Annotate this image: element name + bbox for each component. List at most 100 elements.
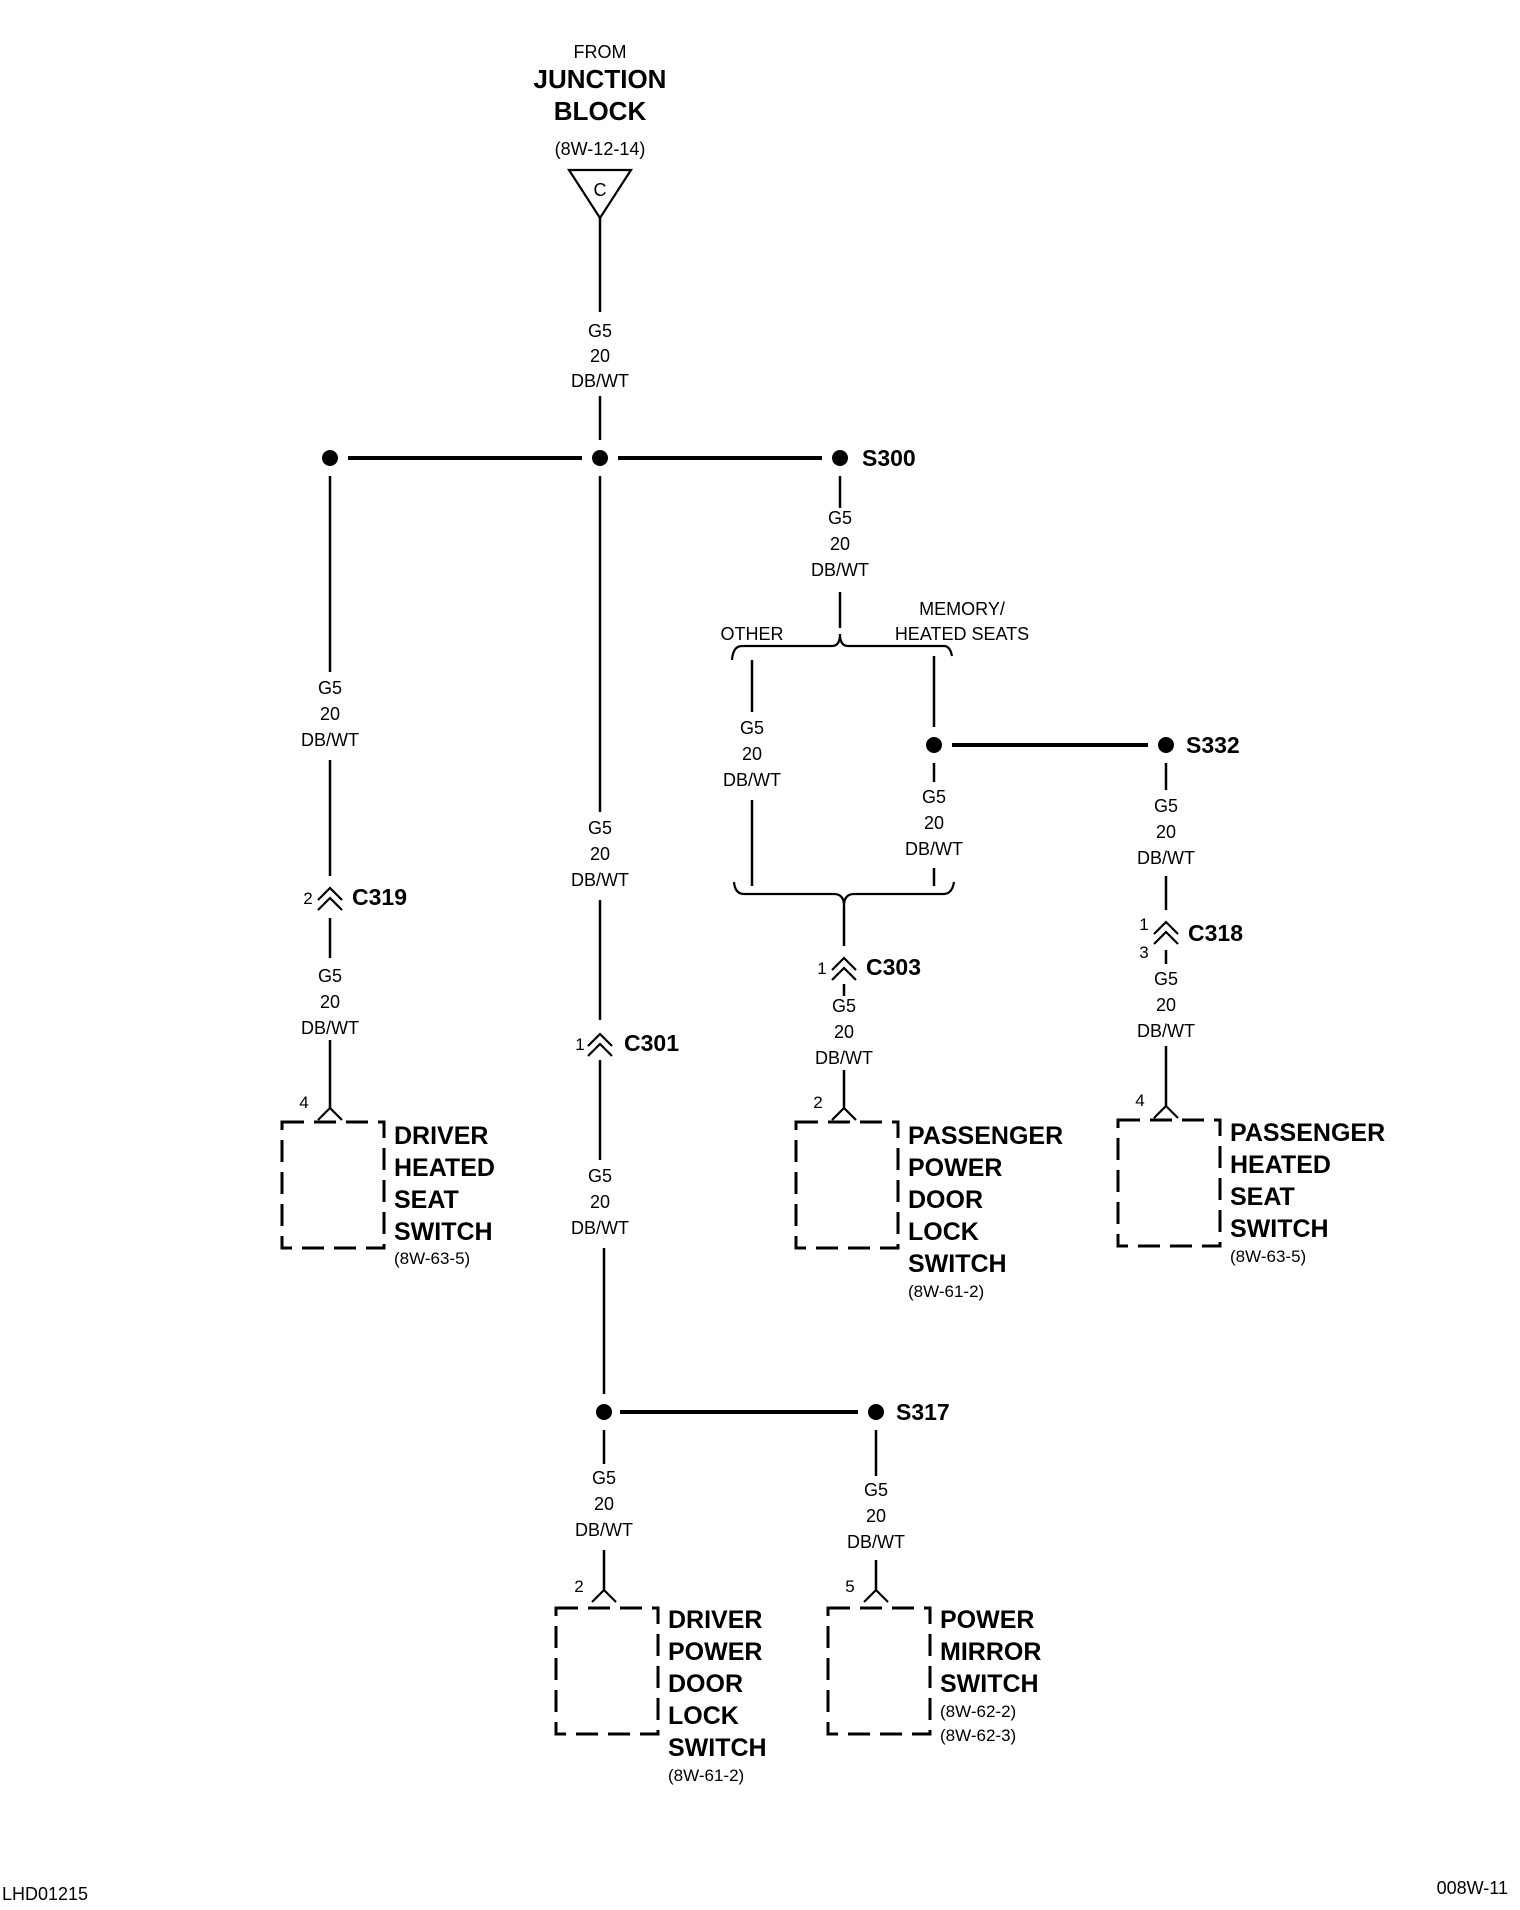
splice-dot-s300 bbox=[832, 450, 848, 466]
wire-color: DB/WT bbox=[815, 1048, 873, 1068]
component-box bbox=[794, 1120, 900, 1250]
splice-dot-s317 bbox=[868, 1404, 884, 1420]
connector-label: C301 bbox=[624, 1030, 679, 1056]
splice-label-s332: S332 bbox=[1186, 732, 1240, 758]
component-label-line: MIRROR bbox=[940, 1638, 1041, 1666]
connector-triangle-icon bbox=[566, 168, 634, 221]
component-ref: (8W-62-2) bbox=[940, 1702, 1016, 1721]
junction-block-source: FROM JUNCTION BLOCK (8W-12-14) C bbox=[534, 42, 667, 221]
component-label-line: HEATED bbox=[394, 1154, 495, 1182]
connector-pin: 1 bbox=[575, 1035, 584, 1054]
wire-circuit: G5 bbox=[318, 966, 342, 986]
splice-dot bbox=[596, 1404, 612, 1420]
component-pin: 2 bbox=[813, 1093, 822, 1112]
connector-letter: C bbox=[594, 180, 607, 200]
component-box bbox=[554, 1606, 660, 1736]
wire-color: DB/WT bbox=[575, 1520, 633, 1540]
component-label-line: SWITCH bbox=[394, 1218, 493, 1246]
double-chevron-icon bbox=[317, 886, 343, 911]
connector-label: C303 bbox=[866, 954, 921, 980]
splice-dot bbox=[926, 737, 942, 753]
wire-color: DB/WT bbox=[571, 870, 629, 890]
wire-color: DB/WT bbox=[847, 1532, 905, 1552]
wire-circuit: G5 bbox=[740, 718, 764, 738]
wire-color: DB/WT bbox=[811, 560, 869, 580]
component-box bbox=[826, 1606, 932, 1736]
wire-color: DB/WT bbox=[1137, 848, 1195, 868]
component-label-line: DOOR bbox=[908, 1186, 983, 1214]
branch-braces: OTHER MEMORY/ HEATED SEATS bbox=[721, 599, 1029, 907]
wire-gauge: 20 bbox=[834, 1022, 854, 1042]
pin-terminal-icon bbox=[1153, 1104, 1179, 1119]
wire-gauge: 20 bbox=[590, 1192, 610, 1212]
source-name-line2: BLOCK bbox=[554, 96, 647, 126]
branch-other-label: OTHER bbox=[721, 624, 784, 644]
wire-gauge: 20 bbox=[320, 704, 340, 724]
component-ref: (8W-61-2) bbox=[668, 1766, 744, 1785]
from-label: FROM bbox=[574, 42, 627, 62]
wire-circuit: G5 bbox=[1154, 796, 1178, 816]
component-ref: (8W-63-5) bbox=[1230, 1247, 1306, 1266]
component-pin: 5 bbox=[845, 1577, 854, 1596]
wire-gauge: 20 bbox=[590, 346, 610, 366]
bottom-brace bbox=[732, 881, 956, 907]
component-label-line: DOOR bbox=[668, 1670, 743, 1698]
pin-terminal-icon bbox=[591, 1588, 617, 1603]
component-driver-power-door-lock-switch: 2 DRIVER POWER DOOR LOCK SWITCH (8W-61-2… bbox=[554, 1577, 767, 1785]
footer-left-code: LHD01215 bbox=[2, 1884, 88, 1904]
connector-pin: 2 bbox=[303, 889, 312, 908]
component-pin: 2 bbox=[574, 1577, 583, 1596]
component-ref: (8W-61-2) bbox=[908, 1282, 984, 1301]
wire-circuit: G5 bbox=[318, 678, 342, 698]
double-chevron-icon bbox=[1153, 920, 1179, 945]
connector-pin-a: 1 bbox=[1139, 915, 1148, 934]
splice-dot-s332 bbox=[1158, 737, 1174, 753]
source-name-line1: JUNCTION bbox=[534, 64, 667, 94]
component-pin: 4 bbox=[1135, 1091, 1144, 1110]
component-driver-heated-seat-switch: 4 DRIVER HEATED SEAT SWITCH (8W-63-5) bbox=[280, 1093, 495, 1268]
splice-dot bbox=[592, 450, 608, 466]
wire-circuit: G5 bbox=[592, 1468, 616, 1488]
component-label-line: DRIVER bbox=[394, 1122, 488, 1150]
component-passenger-heated-seat-switch: 4 PASSENGER HEATED SEAT SWITCH (8W-63-5) bbox=[1116, 1091, 1385, 1266]
component-box bbox=[280, 1120, 386, 1250]
branch-memory-line1: MEMORY/ bbox=[919, 599, 1005, 619]
component-label-line: SWITCH bbox=[940, 1670, 1039, 1698]
component-label-line: SWITCH bbox=[668, 1734, 767, 1762]
component-label-line: SWITCH bbox=[908, 1250, 1007, 1278]
component-label-line: PASSENGER bbox=[1230, 1119, 1385, 1147]
component-power-mirror-switch: 5 POWER MIRROR SWITCH (8W-62-2) (8W-62-3… bbox=[826, 1577, 1041, 1745]
wire-gauge: 20 bbox=[1156, 822, 1176, 842]
top-brace bbox=[730, 633, 954, 661]
wire-circuit: G5 bbox=[922, 787, 946, 807]
component-label-line: PASSENGER bbox=[908, 1122, 1063, 1150]
wire-color: DB/WT bbox=[301, 730, 359, 750]
connector-pin: 1 bbox=[817, 959, 826, 978]
component-ref: (8W-63-5) bbox=[394, 1249, 470, 1268]
wire-color: DB/WT bbox=[1137, 1021, 1195, 1041]
connector-label: C319 bbox=[352, 884, 407, 910]
wire-gauge: 20 bbox=[742, 744, 762, 764]
component-label-line: LOCK bbox=[908, 1218, 979, 1246]
wire-color: DB/WT bbox=[905, 839, 963, 859]
wire-gauge: 20 bbox=[830, 534, 850, 554]
pin-terminal-icon bbox=[317, 1106, 343, 1121]
wire-circuit: G5 bbox=[588, 818, 612, 838]
wire-gauge: 20 bbox=[590, 844, 610, 864]
inline-connectors: 2 C319 1 C301 1 C303 1 3 C318 bbox=[303, 884, 1243, 1057]
footer-right-code: 008W-11 bbox=[1437, 1878, 1508, 1898]
connector-c319: 2 C319 bbox=[303, 884, 407, 911]
wire-color: DB/WT bbox=[571, 1218, 629, 1238]
wire-labels: G5 20 DB/WT G5 20 DB/WT G5 20 DB/WT G5 2… bbox=[301, 321, 1195, 1552]
component-passenger-power-door-lock-switch: 2 PASSENGER POWER DOOR LOCK SWITCH (8W-6… bbox=[794, 1093, 1063, 1301]
wire-circuit: G5 bbox=[1154, 969, 1178, 989]
component-label-line: DRIVER bbox=[668, 1606, 762, 1634]
component-label-line: LOCK bbox=[668, 1702, 739, 1730]
component-label-line: SEAT bbox=[1230, 1183, 1295, 1211]
component-pin: 4 bbox=[299, 1093, 308, 1112]
component-box bbox=[1116, 1118, 1222, 1248]
splice-dot bbox=[322, 450, 338, 466]
wire-circuit: G5 bbox=[588, 1166, 612, 1186]
source-ref: (8W-12-14) bbox=[555, 139, 646, 159]
